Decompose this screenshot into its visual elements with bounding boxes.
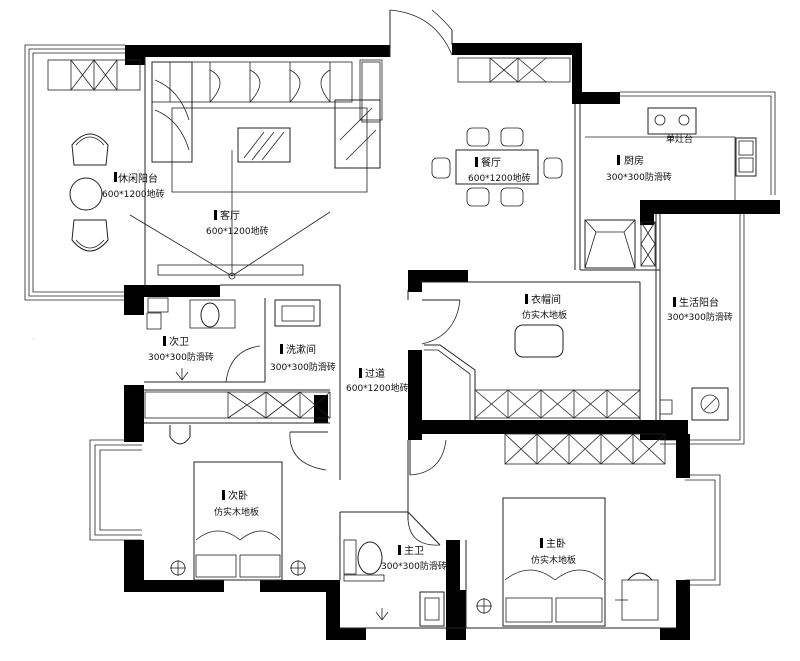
- tv-cabinet: [151, 61, 353, 103]
- label-washroom: 洗漱间 300*300防滑砖: [270, 343, 336, 373]
- coffee-table: [237, 127, 291, 163]
- label-corridor: 过道 600*1200地砖: [346, 367, 409, 394]
- label-cloakroom: 衣帽间 仿实木地板: [522, 293, 567, 321]
- svg-text:过道: 过道: [365, 367, 385, 380]
- master-bath-door: [407, 511, 441, 546]
- svg-text:300*300防滑砖: 300*300防滑砖: [606, 171, 672, 183]
- wardrobe-cabinets: [424, 344, 641, 420]
- armchair-2-icon: [71, 219, 109, 252]
- label-second-bath: 次卫 300*300防滑砖: [148, 335, 214, 363]
- svg-text:生活阳台: 生活阳台: [679, 296, 719, 309]
- cloakroom-ottoman: [514, 324, 564, 358]
- label-leisure-balcony: 休闲阳台 600*1200地砖: [102, 172, 165, 200]
- svg-text:300*300防滑砖: 300*300防滑砖: [381, 560, 447, 572]
- svg-text:300*300防滑砖: 300*300防滑砖: [148, 351, 214, 363]
- side-cabinet: [361, 61, 381, 123]
- view-lines: [129, 150, 331, 280]
- master-bedroom-bay: [685, 474, 721, 586]
- second-bath-shower: [175, 368, 189, 381]
- svg-text:主卧: 主卧: [546, 537, 566, 550]
- entrance-door: [389, 9, 453, 56]
- master-bath-fixtures: [343, 539, 445, 627]
- kitchen-window-railing: [620, 91, 776, 195]
- washroom-vanity: [274, 299, 321, 327]
- stove-label: 单灶台: [666, 133, 693, 145]
- label-master-bedroom: 主卧 仿实木地板: [531, 537, 576, 566]
- washing-machine-icon: [691, 387, 729, 421]
- second-bed-icon: [193, 461, 283, 581]
- master-bedroom-door: [409, 439, 447, 476]
- label-dining: 餐厅 600*1200地砖: [468, 156, 531, 184]
- svg-text:600*1200地砖: 600*1200地砖: [102, 188, 165, 200]
- master-bath-shower: [375, 608, 389, 621]
- round-table-icon: [69, 177, 103, 211]
- svg-text:洗漱间: 洗漱间: [286, 343, 316, 356]
- label-second-bedroom: 次卧 仿实木地板: [214, 489, 259, 518]
- master-bed-icon: [502, 497, 606, 627]
- kitchen-shelf: [640, 221, 656, 267]
- svg-text:仿实木地板: 仿实木地板: [531, 554, 576, 566]
- label-kitchen: 厨房 300*300防滑砖: [606, 154, 672, 183]
- sofa-right: [334, 99, 381, 169]
- label-service-balcony: 生活阳台 300*300防滑砖: [667, 296, 733, 323]
- storage-cabinet-balcony: [47, 59, 141, 91]
- svg-text:次卫: 次卫: [169, 335, 189, 348]
- living-rug: [171, 107, 368, 193]
- svg-text:次卧: 次卧: [228, 489, 248, 502]
- second-bedroom-wardrobe: [144, 391, 331, 419]
- second-bedroom-bay: [89, 439, 142, 541]
- floor-drain: [659, 399, 673, 415]
- second-bedroom-door: [289, 431, 328, 471]
- bedside-lamp-left: [170, 560, 186, 576]
- label-master-bath: 主卫 300*300防滑砖: [381, 545, 447, 572]
- fridge-icon: [584, 219, 636, 269]
- kitchen-counter: [585, 107, 757, 200]
- second-bath-fixtures: [146, 297, 236, 330]
- svg-text:厨房: 厨房: [624, 154, 644, 167]
- svg-text:仿实木地板: 仿实木地板: [522, 309, 567, 321]
- svg-text:仿实木地板: 仿实木地板: [214, 506, 259, 518]
- svg-text:300*300防滑砖: 300*300防滑砖: [667, 311, 733, 323]
- master-lamp-left: [476, 598, 492, 614]
- watermark: ·: [30, 329, 36, 350]
- svg-text:客厅: 客厅: [220, 209, 240, 222]
- leisure-balcony-railing: [24, 44, 125, 301]
- dining-table-icon: [431, 127, 563, 207]
- svg-text:主卫: 主卫: [404, 545, 424, 557]
- interior-lines: [144, 45, 676, 629]
- bedside-lamp-right: [290, 560, 306, 576]
- cloakroom-door: [421, 299, 461, 345]
- svg-text:300*300防滑砖: 300*300防滑砖: [270, 361, 336, 373]
- svg-text:休闲阳台: 休闲阳台: [118, 172, 158, 185]
- second-bath-door: [225, 345, 261, 383]
- svg-text:600*1200地砖: 600*1200地砖: [206, 225, 269, 237]
- desk-chair-icon: [169, 425, 191, 445]
- walls: [124, 43, 780, 640]
- dining-cabinet: [457, 57, 571, 83]
- svg-text:600*1200地砖: 600*1200地砖: [468, 172, 531, 184]
- svg-text:600*1200地砖: 600*1200地砖: [346, 382, 409, 394]
- svg-text:餐厅: 餐厅: [481, 156, 501, 169]
- shoe-cabinet: [359, 59, 383, 121]
- master-wardrobe: [504, 433, 666, 465]
- label-living: 客厅 600*1200地砖: [206, 209, 269, 237]
- svg-text:衣帽间: 衣帽间: [531, 293, 561, 306]
- armchair-1-icon: [71, 133, 109, 166]
- dresser-chair-icon: [621, 572, 659, 621]
